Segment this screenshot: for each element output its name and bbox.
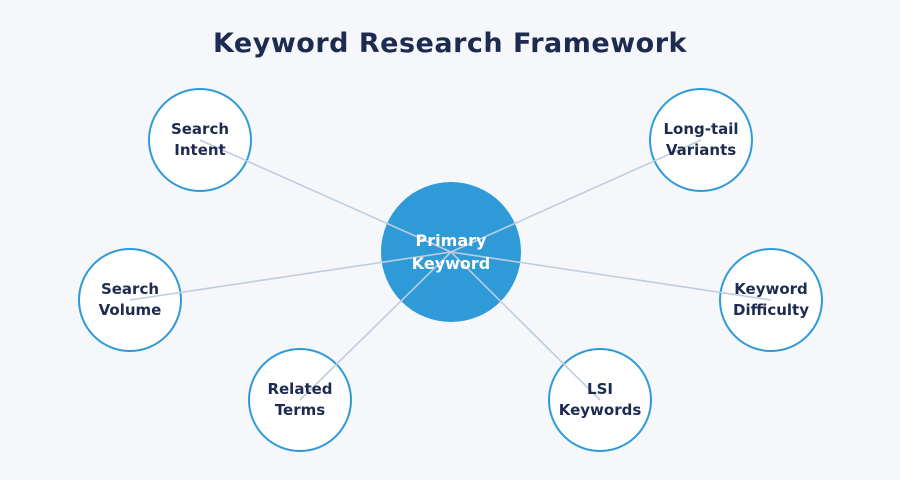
- long-tail-variants-label: Long-tail Variants: [663, 120, 739, 159]
- node-long-tail-variants: Long-tail Variants: [649, 88, 753, 192]
- search-intent-label: Search Intent: [170, 120, 230, 159]
- keyword-difficulty-label: Keyword Difficulty: [733, 280, 809, 319]
- diagram-title: Keyword Research Framework: [212, 28, 687, 59]
- search-volume-label: Search Volume: [98, 280, 162, 319]
- node-search-volume: Search Volume: [78, 248, 182, 352]
- node-primary-keyword: Primary Keyword: [381, 182, 521, 322]
- node-keyword-difficulty: Keyword Difficulty: [719, 248, 823, 352]
- related-terms-label: Related Terms: [267, 380, 333, 419]
- lsi-keywords-label: LSI Keywords: [558, 380, 642, 419]
- node-search-intent: Search Intent: [148, 88, 252, 192]
- primary-keyword-label: Primary Keyword: [411, 231, 491, 273]
- node-lsi-keywords: LSI Keywords: [548, 348, 652, 452]
- node-related-terms: Related Terms: [248, 348, 352, 452]
